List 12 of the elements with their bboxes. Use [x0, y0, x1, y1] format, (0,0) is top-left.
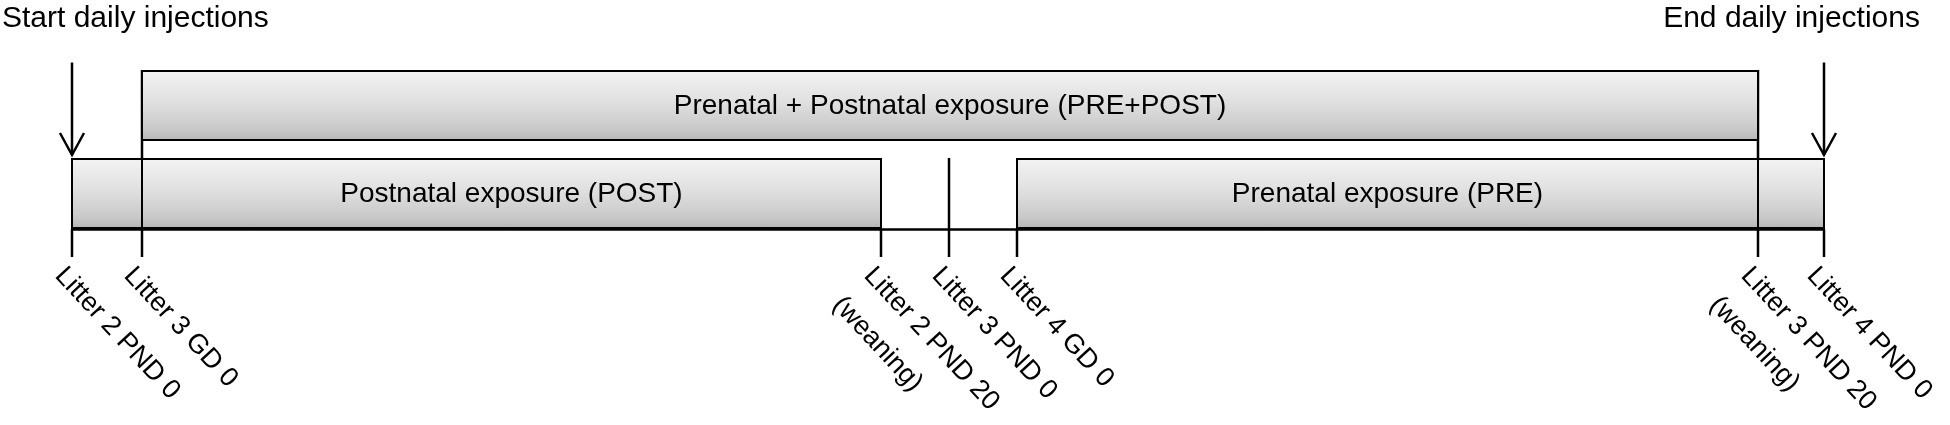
- arrow: [58, 62, 86, 157]
- exposure-period-bar: [141, 158, 882, 229]
- event-annotation: End daily injections: [1663, 0, 1920, 35]
- timeline-bar: [71, 158, 143, 229]
- period-label: Prenatal exposure (PRE): [1231, 177, 1544, 210]
- arrow: [1810, 62, 1838, 157]
- exposure-period-bar: [1016, 158, 1759, 229]
- timeline-bar: [1757, 158, 1825, 229]
- period-label: Postnatal exposure (POST): [340, 177, 683, 210]
- period-label: Prenatal + Postnatal exposure (PRE+POST): [673, 89, 1227, 122]
- event-annotation: Start daily injections: [2, 0, 269, 35]
- exposure-period-bar: [141, 70, 1759, 141]
